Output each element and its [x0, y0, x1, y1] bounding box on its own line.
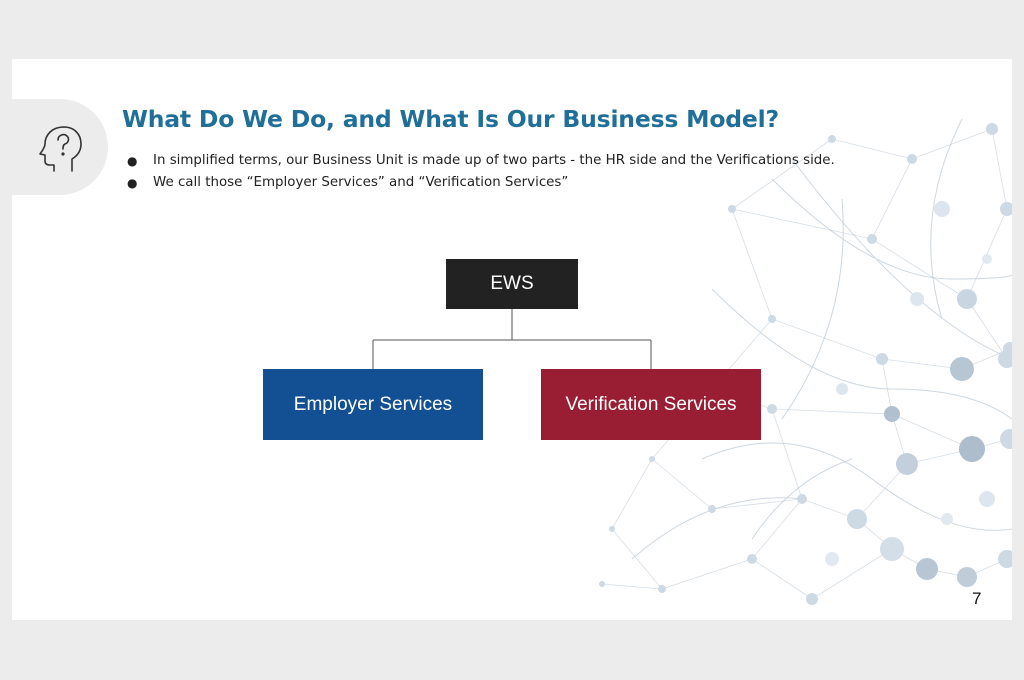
org-node-verification-services: Verification Services [541, 369, 761, 440]
org-node-label: Employer Services [293, 393, 453, 415]
page-number: 7 [972, 589, 982, 608]
bullet-marker: ● [127, 154, 138, 168]
bullet-text: In simplified terms, our Business Unit i… [153, 153, 835, 168]
org-node-label: EWS [490, 273, 534, 294]
bullet-marker: ● [127, 176, 138, 190]
bullet-item: ● We call those “Employer Services” and … [124, 172, 835, 194]
head-question-icon [39, 126, 82, 172]
icon-tab [12, 99, 108, 195]
org-chart-connectors [372, 309, 652, 369]
network-background [599, 118, 1012, 605]
org-node-employer-services: Employer Services [263, 369, 483, 440]
org-node-ews: EWS [446, 259, 578, 309]
slide: What Do We Do, and What Is Our Business … [12, 59, 1012, 620]
bullet-list: ● In simplified terms, our Business Unit… [124, 150, 835, 194]
bullet-text: We call those “Employer Services” and “V… [153, 175, 569, 190]
bullet-item: ● In simplified terms, our Business Unit… [124, 150, 835, 172]
slide-title: What Do We Do, and What Is Our Business … [122, 105, 779, 133]
org-node-label: Verification Services [565, 393, 737, 415]
